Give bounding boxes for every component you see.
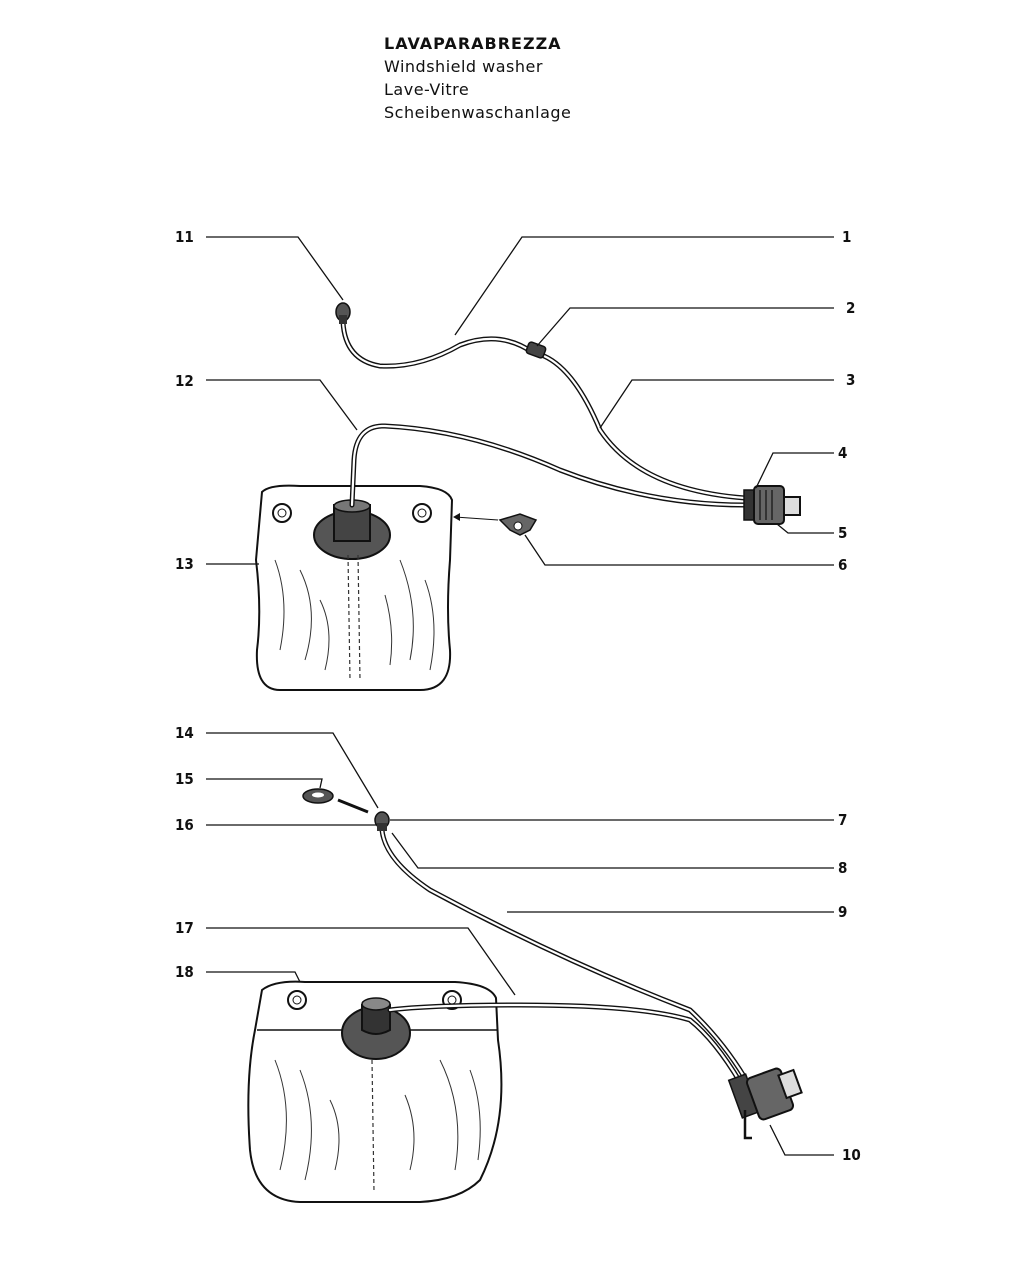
- washer-bag-upper: [254, 484, 454, 691]
- washer-bag-lower: [247, 980, 503, 1203]
- callout-numbers: 11 1 2 3 12 4 5 13 6 14 15 7 16 8 9 17 1…: [175, 228, 861, 1164]
- jet-nozzle-upper: [335, 302, 351, 324]
- callout-2: 2: [846, 299, 855, 317]
- rubber-washer: [302, 788, 369, 814]
- callout-3: 3: [846, 371, 855, 389]
- callout-4: 4: [838, 444, 847, 462]
- hose-jet-to-pump: [340, 319, 748, 501]
- callout-15: 15: [175, 770, 194, 788]
- callout-18: 18: [175, 963, 194, 981]
- title-english: Windshield washer: [384, 57, 543, 76]
- callout-11: 11: [175, 228, 194, 246]
- title-italian: LAVAPARABREZZA: [384, 34, 562, 53]
- title-block: LAVAPARABREZZA Windshield washer Lave-Vi…: [384, 32, 571, 124]
- callout-9: 9: [838, 903, 847, 921]
- washer-pump-upper: [743, 485, 801, 525]
- leader-lines: [206, 236, 834, 1156]
- title-german: Scheibenwaschanlage: [384, 103, 572, 122]
- callout-1: 1: [842, 228, 851, 246]
- hose-connector: [525, 341, 547, 359]
- callout-5: 5: [838, 524, 847, 542]
- jet-nozzle-lower: [374, 811, 390, 831]
- hose-lower-jet-to-pump: [379, 827, 748, 1081]
- callout-12: 12: [175, 372, 194, 390]
- callout-10: 10: [842, 1146, 861, 1164]
- title-french: Lave-Vitre: [384, 80, 470, 99]
- callout-17: 17: [175, 919, 194, 937]
- callout-13: 13: [175, 555, 194, 573]
- callout-14: 14: [175, 724, 194, 742]
- washer-pump-lower: [727, 1067, 803, 1140]
- callout-7: 7: [838, 811, 847, 829]
- callout-8: 8: [838, 859, 847, 877]
- callout-16: 16: [175, 816, 194, 834]
- hose-lower-bag-to-pump: [387, 1002, 743, 1085]
- callout-6: 6: [838, 556, 847, 574]
- bag-clip: [453, 513, 538, 536]
- hose-bag-to-pump: [349, 423, 748, 508]
